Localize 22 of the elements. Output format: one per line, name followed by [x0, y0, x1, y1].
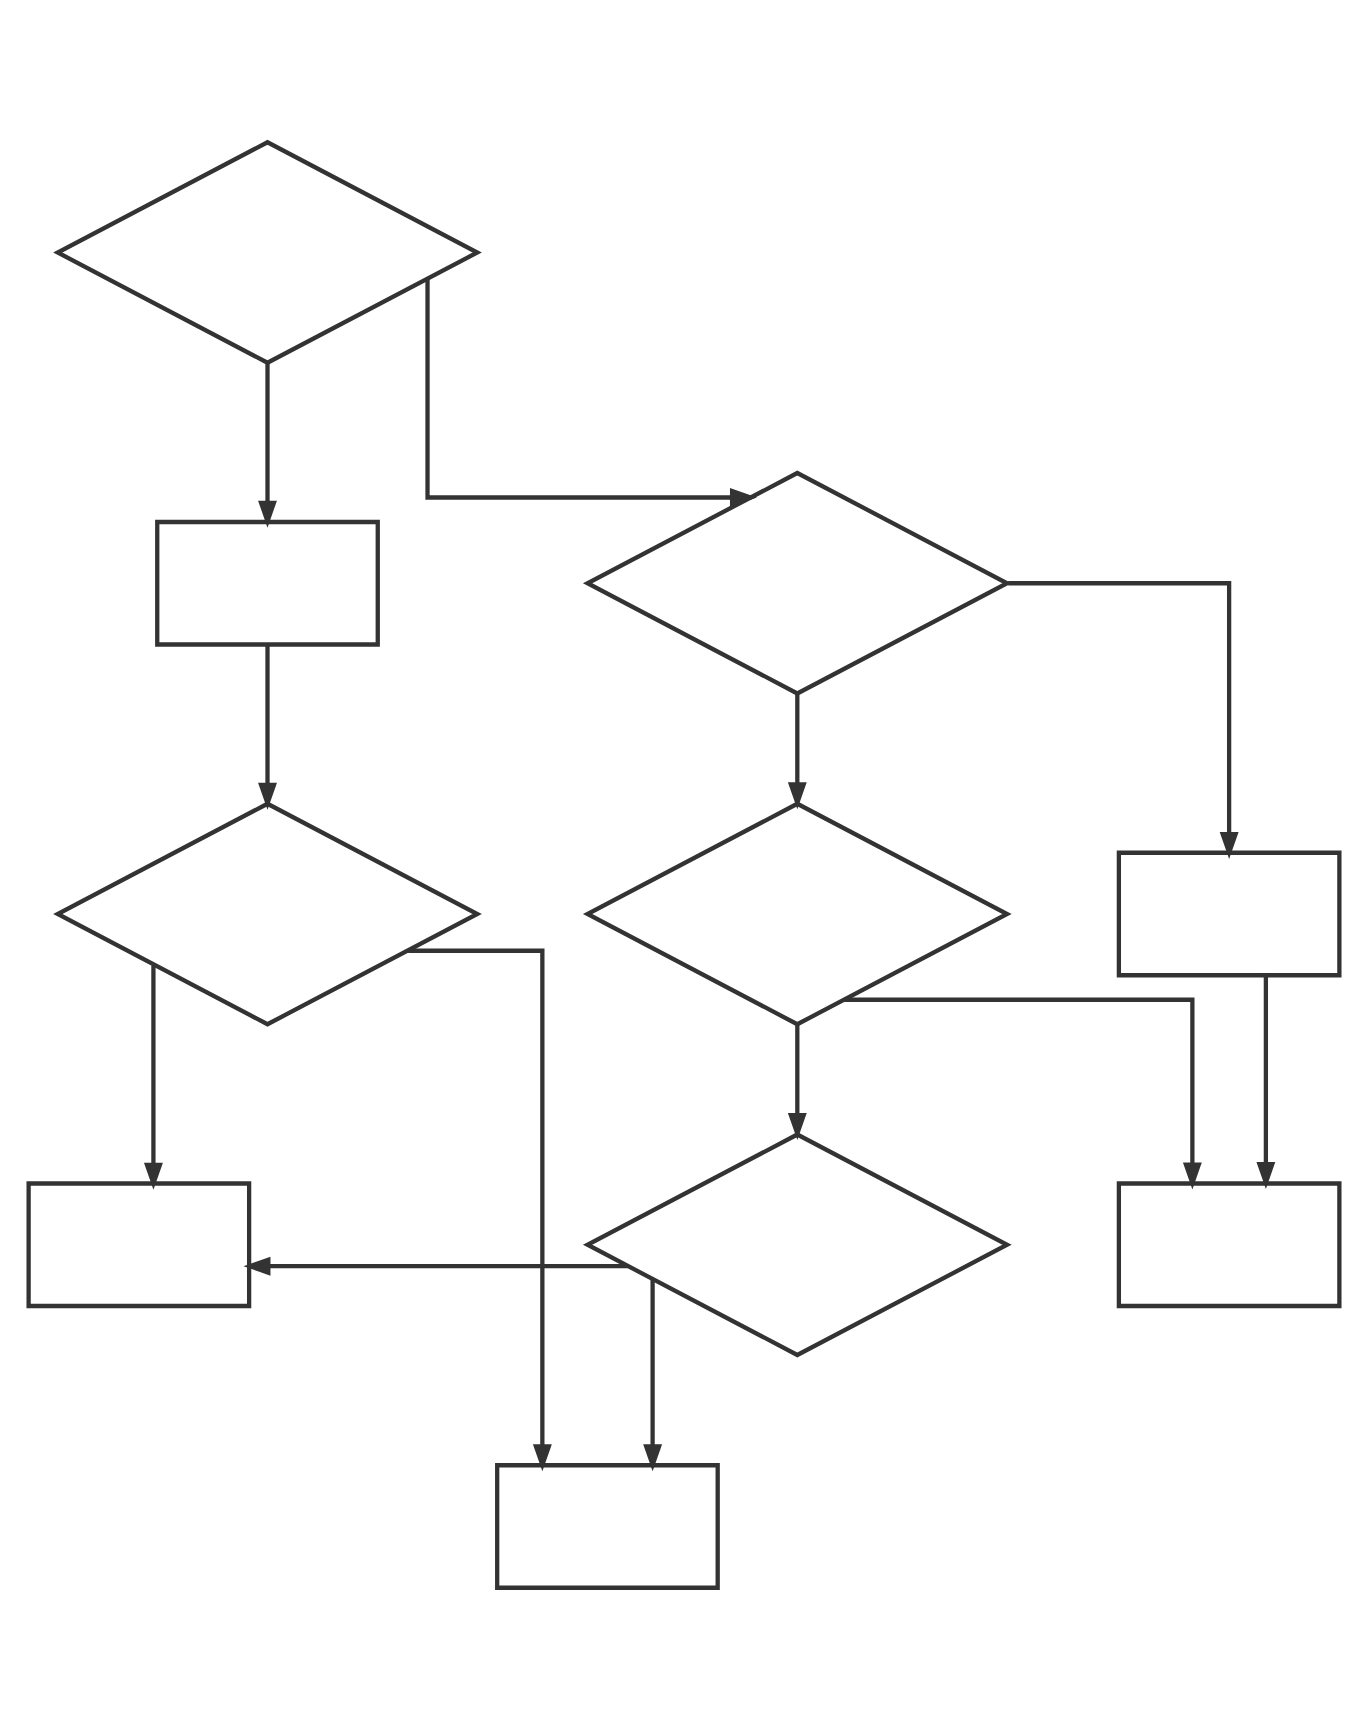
arrow	[844, 996, 1202, 1189]
arrow	[258, 643, 277, 809]
node-diamond	[582, 469, 1012, 695]
arrow	[787, 1024, 807, 1139]
arrow	[243, 1255, 628, 1275]
node-box	[26, 1180, 252, 1308]
arrow	[1256, 974, 1276, 1188]
arrow	[258, 362, 277, 527]
arrow	[1008, 580, 1239, 859]
arrow	[143, 964, 163, 1189]
arrow	[643, 1278, 663, 1471]
arrow	[787, 693, 807, 809]
node-diamond	[53, 138, 482, 365]
node-diamond	[582, 800, 1012, 1026]
arrow	[425, 277, 757, 506]
node-box	[495, 1462, 720, 1589]
node-diamond	[53, 800, 482, 1026]
node-box	[1116, 1180, 1342, 1308]
arrow	[408, 947, 552, 1471]
node-diamond	[582, 1131, 1012, 1357]
node-box	[155, 518, 380, 646]
node-box	[1116, 849, 1342, 977]
